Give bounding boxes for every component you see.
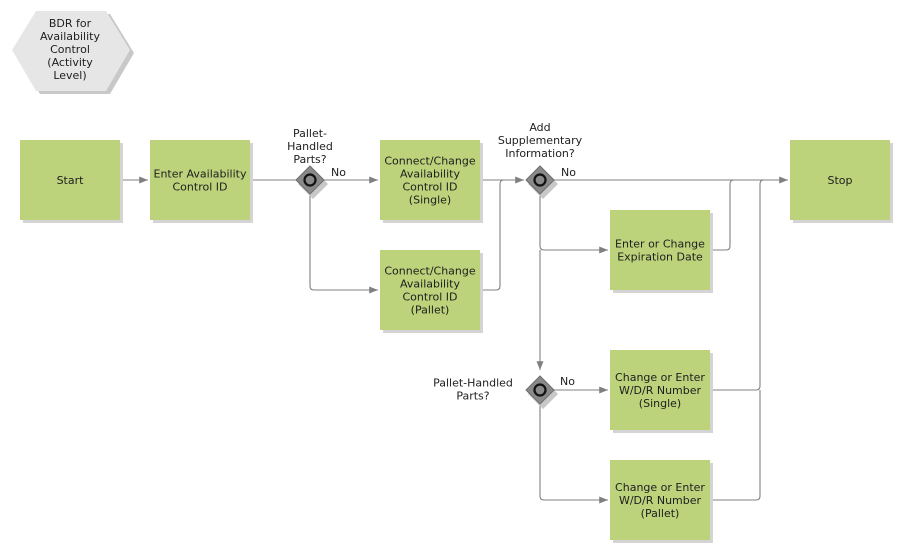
stop-label: Stop <box>827 174 852 187</box>
label-line: Start <box>57 174 85 187</box>
edge-wdr-pallet-to-stop <box>712 390 761 501</box>
label-line: Pallet- <box>293 127 327 140</box>
label-line: (Single) <box>409 194 451 207</box>
label-line: Handled <box>287 140 333 153</box>
label-line: Control <box>50 43 90 56</box>
edge-label-pallet1-no: No <box>331 166 346 179</box>
gateway-pallet-handled-1[interactable] <box>295 165 328 199</box>
label-line: Enter Availability <box>154 168 247 181</box>
label-line: W/D/R Number <box>619 494 702 507</box>
edge-label-pallet2-no: No <box>560 375 575 388</box>
label-line: Change or Enter <box>615 481 705 494</box>
gateway-pallet-handled-2[interactable] <box>525 375 558 409</box>
edge-expiration-to-stop <box>712 179 788 251</box>
label-line: Availability <box>40 30 100 43</box>
label-line: (Pallet) <box>411 304 450 317</box>
label-line: Control ID <box>403 291 458 304</box>
label-line: BDR for <box>49 17 92 30</box>
label-line: Expiration Date <box>617 251 703 264</box>
edge-gateway1-to-connect-pallet <box>309 194 378 294</box>
label-line: Enter or Change <box>615 238 705 251</box>
label-line: (Single) <box>639 397 681 410</box>
label-line: Information? <box>505 147 575 160</box>
edge-label-supplementary-no: No <box>561 166 576 179</box>
label-line: Control ID <box>403 181 458 194</box>
edges <box>120 176 788 504</box>
label-line: Control ID <box>173 181 228 194</box>
start-label: Start <box>57 174 85 187</box>
label-line: Add <box>529 121 550 134</box>
edge-wdr-single-to-stop <box>712 179 788 391</box>
label-line: Pallet-Handled <box>433 377 513 390</box>
label-line: Connect/Change <box>384 265 476 278</box>
label-line: Availability <box>400 168 460 181</box>
label-line: Change or Enter <box>615 371 705 384</box>
label-line: Parts? <box>293 153 326 166</box>
gateway-add-supplementary[interactable] <box>525 165 558 199</box>
label-line: Connect/Change <box>384 155 476 168</box>
stop-event[interactable]: Stop <box>790 140 893 223</box>
edge-connect-pallet-to-gateway2 <box>480 179 524 291</box>
label-line: Stop <box>827 174 852 187</box>
label-line: Supplementary <box>498 134 583 147</box>
label-line: Availability <box>400 278 460 291</box>
label-line: Level) <box>53 69 86 82</box>
edge-gateway3-to-wdr-pallet <box>539 404 608 504</box>
label-line: (Pallet) <box>641 507 680 520</box>
start-event[interactable]: Start <box>20 140 123 223</box>
label-line: W/D/R Number <box>619 384 702 397</box>
label-line: Parts? <box>456 390 489 403</box>
edge-gateway2-to-expiration <box>539 194 608 254</box>
label-line: (Activity <box>47 56 93 69</box>
